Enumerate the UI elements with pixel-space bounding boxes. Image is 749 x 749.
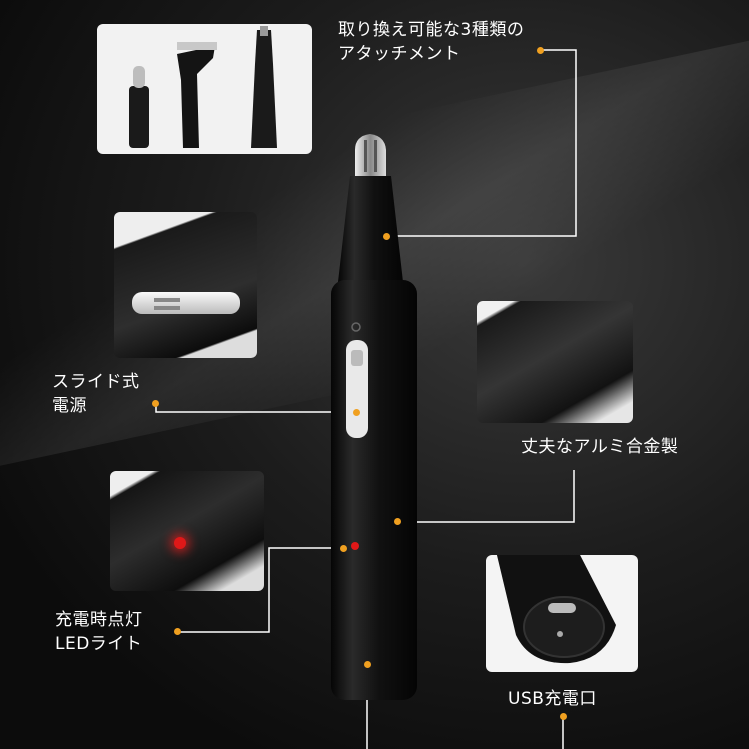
- marker-dot-body-bottom: [364, 661, 371, 668]
- label-slide-power: スライド式 電源: [52, 372, 140, 416]
- label-charging-led: 充電時点灯 LEDライト: [55, 610, 143, 654]
- marker-dot-head: [383, 233, 390, 240]
- inset-led: [110, 471, 264, 591]
- label-attachments: 取り換え可能な3種類の アタッチメント: [338, 20, 525, 64]
- inset-attachments: [97, 24, 312, 154]
- marker-dot-led-label: [174, 628, 181, 635]
- marker-dot-aluminum: [394, 518, 401, 525]
- marker-dot-usb: [560, 713, 567, 720]
- marker-dot-attachments: [537, 47, 544, 54]
- label-usb-port: USB充電口: [508, 689, 597, 709]
- marker-dot-slide: [152, 400, 159, 407]
- inset-usb-port: [486, 555, 638, 672]
- marker-dot-switch: [353, 409, 360, 416]
- marker-dot-led: [340, 545, 347, 552]
- inset-aluminum: [477, 301, 633, 423]
- label-aluminum: 丈夫なアルミ合金製: [521, 437, 679, 457]
- inset-slide-switch: [114, 212, 257, 358]
